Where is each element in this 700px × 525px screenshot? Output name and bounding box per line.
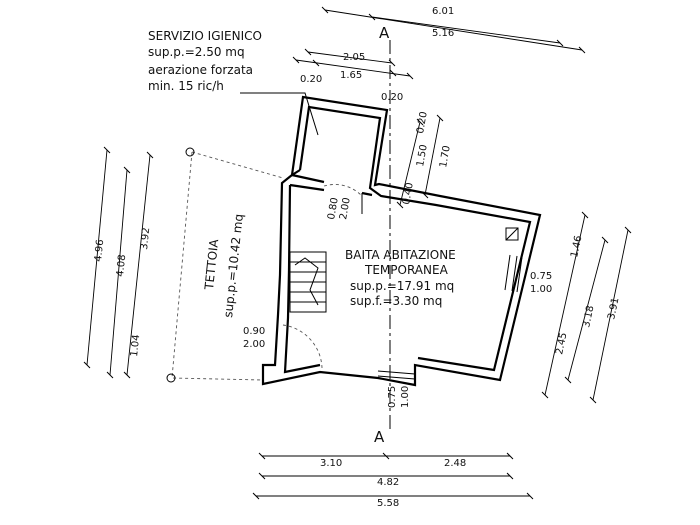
dim-3-92: 3.92 [139,227,152,250]
bottom-window [377,370,416,380]
bathroom-label: SERVIZIO IGIENICO sup.p.=2.50 mq aerazio… [148,29,262,93]
dim-bot-4-82: 4.82 [377,477,399,488]
bath-partition-left [291,173,325,184]
walls [261,95,542,387]
main-room-area-p: sup.p.=17.91 mq [350,279,454,293]
porch-post-top [185,147,195,157]
dim-rt-2-45: 2.45 [554,332,569,356]
porch-label: TETTOIA sup.p.=10.42 mq [202,213,246,318]
dim-win-bottom-h: 1.00 [400,386,411,408]
bathroom-leader [240,92,319,136]
dim-1-04: 1.04 [129,334,142,357]
dim-right-1-50: 1.50 [415,144,430,168]
dim-win-right-h: 1.00 [530,284,552,295]
bathroom-note1: aerazione forzata [148,63,253,77]
dim-bot-5-58: 5.58 [377,498,399,509]
dim-rt-1-46: 1.46 [569,235,584,259]
dim-door-left-h: 2.00 [243,339,265,350]
dim-right-0-40: 0.40 [401,182,416,206]
bathroom-area: sup.p.=2.50 mq [148,45,245,59]
dim-win-right-w: 0.75 [530,271,552,282]
porch-area: sup.p.=10.42 mq [221,213,246,318]
dim-rt-3-91: 3.91 [606,297,621,321]
dim-0-20b: 0.20 [381,92,403,103]
dim-door-bath-w: 0.80 [326,197,341,221]
dim-4-08: 4.08 [115,254,128,277]
main-room-area-f: sup.f.=3.30 mq [350,294,442,308]
dim-4-96: 4.96 [93,239,106,262]
section-mark-top: A [379,24,390,42]
dim-right-0-20: 0.20 [415,111,430,135]
chimney-symbol [505,227,519,241]
staircase [289,251,327,313]
dim-door-left-w: 0.90 [243,326,265,337]
bath-door-swing [323,184,363,197]
bath-partition-right [361,191,373,197]
right-window [504,254,523,293]
dimension-texts: 6.01 5.16 2.05 0.20 1.65 0.20 0.20 1.50 … [93,6,622,509]
bath-partition-left-inner [289,183,325,192]
section-mark-bottom: A [374,428,385,446]
bathroom-note2: min. 15 ric/h [148,79,224,93]
porch-name: TETTOIA [202,238,221,292]
dim-rt-3-18: 3.18 [581,305,596,329]
dim-2-05: 2.05 [343,52,365,63]
dim-win-bottom-w: 0.75 [387,386,398,408]
porch-post-bottom [166,373,176,383]
bathroom-wall-inner [298,105,532,372]
main-room-label: BAITA ABITAZIONE TEMPORANEA sup.p.=17.91… [345,248,456,308]
dim-bot-2-48: 2.48 [444,458,466,469]
dim-0-20a: 0.20 [300,74,322,85]
bathroom-name: SERVIZIO IGIENICO [148,29,262,43]
porch-outline [191,151,284,179]
bathroom-wall-outer [261,95,542,387]
dim-6-01: 6.01 [432,6,454,17]
dim-1-65: 1.65 [340,70,362,81]
dim-bot-3-10: 3.10 [320,458,342,469]
left-door-swing [282,324,323,369]
dim-right-1-70: 1.70 [438,145,453,169]
dim-5-16: 5.16 [432,28,454,39]
dimension-ticks [83,6,632,500]
main-room-name2: TEMPORANEA [364,263,449,277]
dimension-lines [86,9,629,497]
dim-door-bath-h: 2.00 [338,197,353,221]
main-wall-inner-left [283,184,321,374]
main-room-name1: BAITA ABITAZIONE [345,248,456,262]
